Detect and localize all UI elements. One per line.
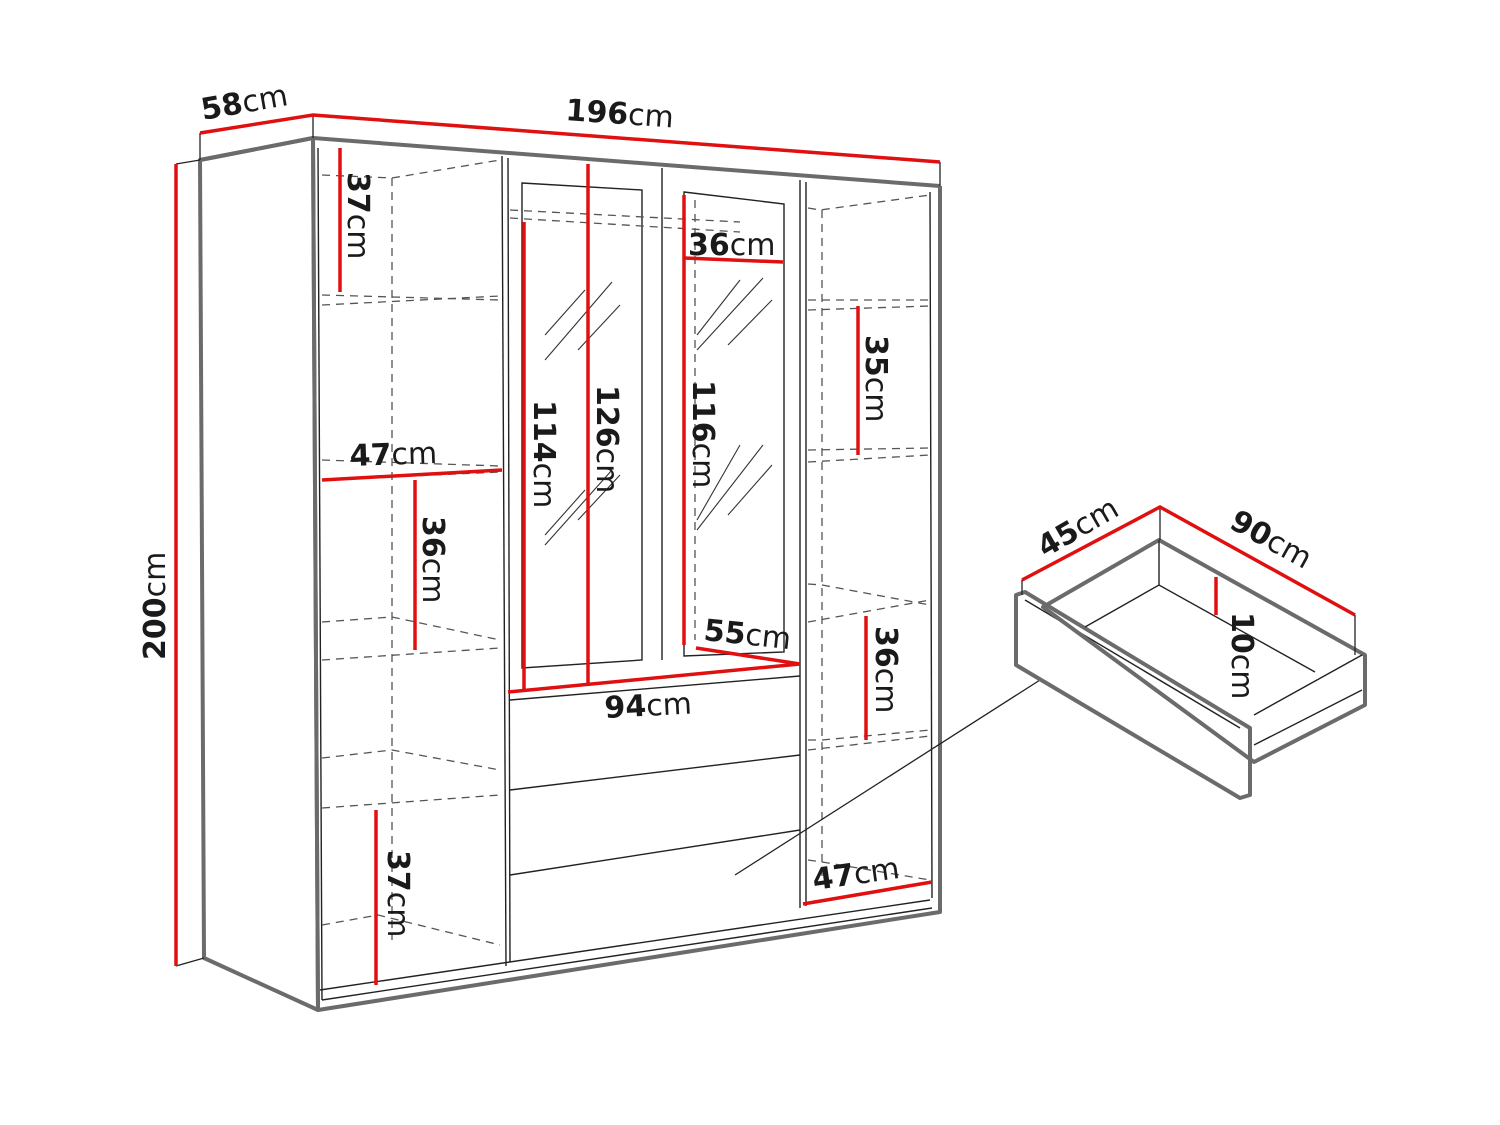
center-hanging-label: 126cm: [589, 385, 624, 493]
drawer-depth-label: 45cm: [1032, 491, 1125, 565]
center-width-label: 94cm: [604, 686, 693, 726]
depth-label: 58cm: [198, 78, 290, 128]
drawer-width-label: 90cm: [1224, 503, 1317, 576]
mirror-glass-icon: [544, 277, 773, 546]
extension-lines: [175, 115, 941, 967]
left-shelf-width-label: 47cm: [349, 436, 438, 474]
dimension-lines: [174, 113, 941, 985]
drawer-detail: [1014, 505, 1367, 800]
wardrobe-body: [198, 136, 1041, 1012]
left-bottom-shelf-label: 37cm: [380, 850, 415, 937]
drawer-height-label: 10cm: [1224, 612, 1259, 699]
center-left-hanging-label: 114cm: [526, 400, 561, 508]
center-right-hanging-label: 116cm: [685, 380, 720, 488]
width-label: 196cm: [564, 93, 675, 135]
center-depth-label: 55cm: [702, 613, 793, 657]
right-lower-shelf-label: 36cm: [868, 626, 903, 713]
left-middle-shelf-label: 36cm: [415, 516, 450, 603]
center-top-shelf-label: 36cm: [688, 228, 775, 263]
left-top-shelf-label: 37cm: [340, 172, 375, 259]
right-shelf-width-label: 47cm: [810, 851, 901, 898]
right-upper-shelf-label: 35cm: [858, 335, 893, 422]
height-label: 200cm: [138, 552, 173, 660]
